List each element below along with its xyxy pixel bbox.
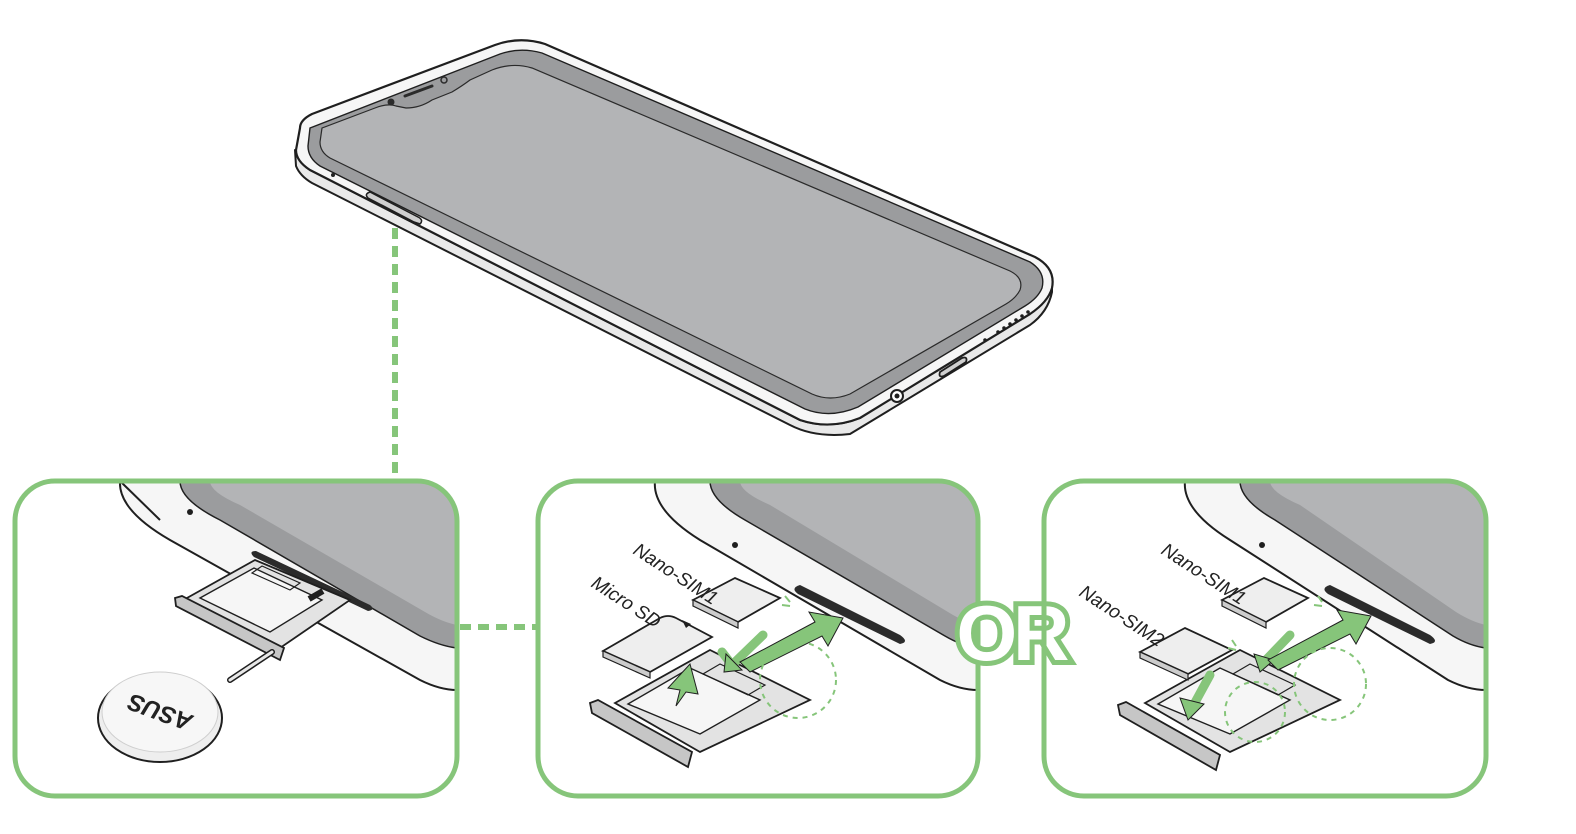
usb-c-port-icon bbox=[938, 356, 968, 378]
side-mic-hole bbox=[331, 173, 335, 177]
front-camera-icon bbox=[387, 98, 395, 106]
panel-dual-sim-option: Nano-SIM1 Nano-SIM2 bbox=[1041, 478, 1489, 799]
or-label: OR bbox=[957, 589, 1069, 677]
panel-eject-tray: ASUS bbox=[12, 478, 460, 799]
earpiece-speaker bbox=[403, 84, 434, 98]
panel-microsd-option: Nano-SIM1 Micro SD bbox=[535, 478, 981, 799]
label-nano-sim2: Nano-SIM2 bbox=[1075, 582, 1167, 652]
label-nano-sim1: Nano-SIM1 bbox=[1157, 540, 1249, 610]
label-micro-sd: Micro SD bbox=[587, 573, 664, 633]
panel-frame bbox=[12, 478, 460, 799]
push-arrow-icon bbox=[1267, 609, 1372, 671]
bottom-speaker-grille bbox=[983, 310, 1030, 342]
front-sensor-icon bbox=[440, 76, 448, 84]
phone-screen bbox=[319, 64, 1022, 399]
micro-sd-card-icon bbox=[601, 615, 714, 674]
label-nano-sim1: Nano-SIM1 bbox=[629, 540, 721, 610]
phone bbox=[294, 39, 1054, 436]
panel-frame bbox=[1041, 478, 1489, 799]
insert-arrow-icon bbox=[667, 662, 699, 707]
panel-frame bbox=[535, 478, 981, 799]
sim-tray-slot bbox=[365, 191, 423, 225]
